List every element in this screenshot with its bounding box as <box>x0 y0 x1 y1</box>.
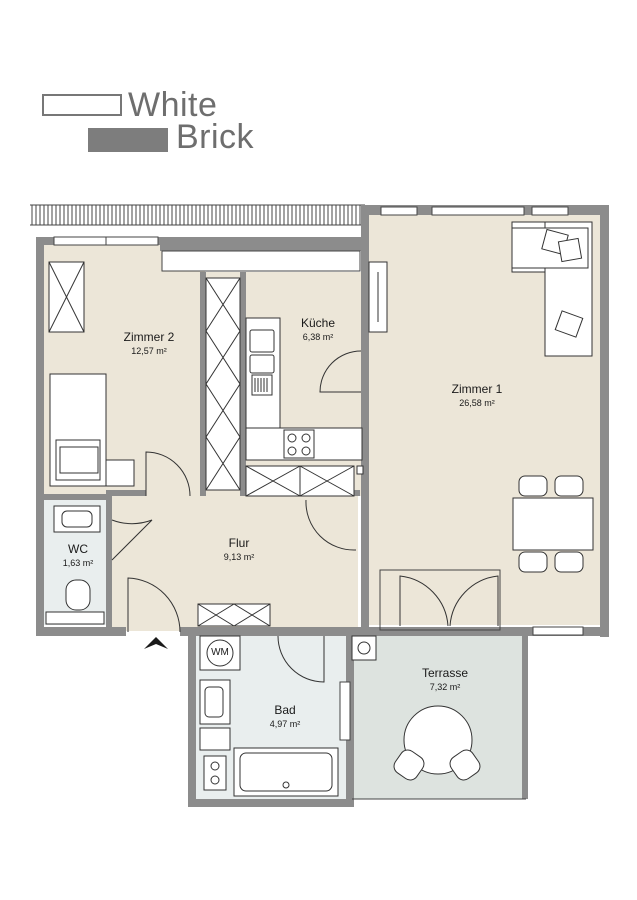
cushion-2 <box>557 237 583 263</box>
doors <box>111 350 499 683</box>
wall-wc-right <box>106 496 112 636</box>
wall-top-zimmer2 <box>36 237 366 245</box>
wall-right <box>600 205 609 637</box>
wall-bottom-zimmer1 <box>355 627 609 636</box>
chair-1 <box>518 475 548 497</box>
room-name: Küche <box>300 316 336 330</box>
room-area: 12,57 m² <box>131 346 167 356</box>
logo-word-2: Brick <box>176 118 255 156</box>
wall-bad-left <box>188 627 196 807</box>
window-zimmer1-bottom <box>532 626 584 636</box>
room-area: 6,38 m² <box>302 332 334 342</box>
terrace-furniture <box>351 635 526 800</box>
label-flur: Flur 9,13 m² <box>194 536 284 563</box>
wc-shelf <box>45 611 105 625</box>
label-wc: WC 1,63 m² <box>40 542 116 569</box>
room-area: 4,97 m² <box>269 719 301 729</box>
door-terrace-left <box>399 575 449 627</box>
sink-2 <box>249 354 275 374</box>
entrance-arrow-icon <box>144 637 168 649</box>
kitchen-furniture <box>205 277 364 497</box>
tall-cabinet <box>205 277 241 491</box>
window-zimmer1-c <box>531 206 569 216</box>
door-flur-zimmer1 <box>305 499 357 551</box>
wall-bad-bottom <box>188 799 353 807</box>
logo-outline-box <box>42 94 122 116</box>
window-bad <box>339 681 351 741</box>
wall-left <box>36 237 44 635</box>
room-name: WC <box>68 542 88 556</box>
window-zimmer1-a <box>380 206 418 216</box>
bad-cabinet <box>199 727 231 751</box>
zimmer2-furniture <box>48 261 135 487</box>
chair-3 <box>518 551 548 573</box>
cushion-3 <box>554 310 584 338</box>
label-bad: Bad 4,97 m² <box>240 703 330 730</box>
logo-filled-box <box>88 128 168 152</box>
terrace-chair-1 <box>393 749 425 781</box>
room-name: Bad <box>274 703 296 717</box>
room-area: 26,58 m² <box>459 398 495 408</box>
flur-cabinet <box>197 603 271 627</box>
hatch-line <box>205 383 241 438</box>
wc-toilet <box>65 579 91 611</box>
room-name: Flur <box>228 536 250 550</box>
terrace-chair-2 <box>449 749 481 781</box>
bad-toilet <box>203 755 227 791</box>
room-name: Terrasse <box>421 666 468 680</box>
wall-wc-top <box>36 494 112 500</box>
chair-2 <box>554 475 584 497</box>
pillow <box>59 446 99 474</box>
wall-bottom-flur <box>180 627 356 636</box>
room-area: 7,32 m² <box>429 682 461 692</box>
label-terrasse: Terrasse 7,32 m² <box>400 666 490 693</box>
label-zimmer1: Zimmer 1 26,58 m² <box>432 382 522 409</box>
label-kueche: Küche 6,38 m² <box>273 316 363 343</box>
wc-sink-basin <box>61 510 93 528</box>
wall-zimmer2-right <box>200 272 206 496</box>
room-name: Zimmer 1 <box>451 382 503 396</box>
door-wc <box>111 519 153 561</box>
wall-kitchen-left <box>240 272 246 496</box>
hatch-line <box>205 330 241 385</box>
wall-zimmer1-left <box>361 205 369 645</box>
railing <box>30 204 365 226</box>
window-kitchen <box>161 250 361 272</box>
door-zimmer2 <box>145 451 191 497</box>
washing-machine-label: WM <box>211 647 229 658</box>
wall-bottom-left <box>36 627 126 636</box>
door-kueche <box>319 350 362 393</box>
room-area: 1,63 m² <box>62 558 94 568</box>
room-name: Zimmer 2 <box>123 330 175 344</box>
door-terrace-right <box>449 575 499 627</box>
room-area: 9,13 m² <box>223 552 255 562</box>
zimmer1-furniture <box>368 221 594 573</box>
bad-furniture <box>199 635 339 797</box>
window-zimmer1-b <box>431 206 525 216</box>
sink <box>249 329 275 353</box>
logo: White Brick <box>40 88 280 158</box>
bathtub-inner <box>239 752 333 792</box>
logo-word-1: White <box>128 86 218 124</box>
bad-sink-basin <box>204 686 224 718</box>
door-bad <box>277 635 325 683</box>
wall-kitchen-top <box>160 245 366 251</box>
flur-wc-furniture <box>45 505 271 627</box>
wall-zimmer2-bottom <box>106 490 146 496</box>
terrace-door <box>379 569 501 631</box>
label-zimmer2: Zimmer 2 12,57 m² <box>104 330 194 357</box>
chair-4 <box>554 551 584 573</box>
dining-table <box>512 497 594 551</box>
nightstand <box>105 459 135 487</box>
windows <box>53 206 584 741</box>
door-entrance <box>127 577 181 633</box>
hatch-line <box>205 277 241 332</box>
wall-terrace-right <box>522 627 528 799</box>
hatch-line <box>205 436 241 491</box>
kitchen-switch <box>356 465 364 475</box>
